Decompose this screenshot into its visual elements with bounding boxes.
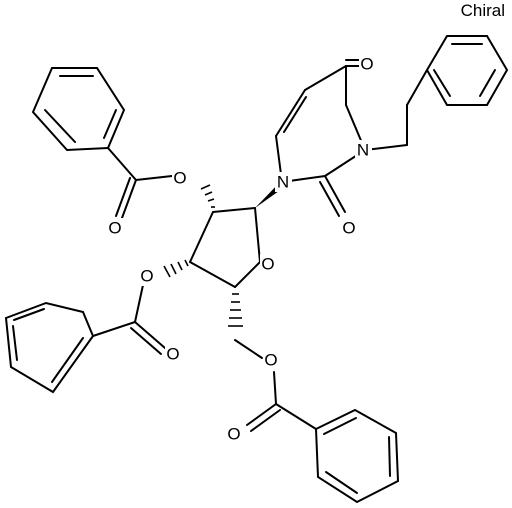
bz2-carbonyl-b bbox=[115, 177, 131, 217]
benzoyl-5-phenyl-ring bbox=[314, 408, 400, 504]
svg-text:O: O bbox=[140, 267, 153, 286]
hash-c2-o bbox=[200, 184, 215, 208]
bz2-aryl-bond bbox=[107, 147, 137, 181]
c5-o-bond bbox=[234, 339, 263, 359]
hash-c3-o bbox=[163, 259, 189, 278]
bz3-carbonyl-a bbox=[134, 321, 166, 349]
svg-text:O: O bbox=[166, 345, 179, 364]
c2-carbonyl-b bbox=[319, 181, 340, 217]
atom-o-uracil-c2: O bbox=[341, 218, 357, 238]
atom-o-carbonyl-5prime: O bbox=[226, 424, 242, 444]
bz5-carbonyl-b bbox=[250, 409, 281, 432]
atom-n-uracil-1: N bbox=[275, 172, 292, 192]
bz3-carbonyl-b bbox=[130, 327, 162, 355]
benzyl-phenyl-ring bbox=[425, 35, 509, 106]
bz5-aryl-bond bbox=[275, 403, 317, 430]
svg-text:O: O bbox=[360, 55, 373, 74]
svg-text:O: O bbox=[173, 169, 186, 188]
svg-text:N: N bbox=[277, 173, 289, 192]
bz5-carbonyl-a bbox=[246, 403, 277, 426]
bz5-ester-bond bbox=[273, 371, 277, 405]
bz2-carbonyl-a bbox=[121, 179, 137, 219]
svg-text:O: O bbox=[261, 255, 274, 274]
svg-text:N: N bbox=[357, 141, 369, 160]
atom-o-uracil-c4: O bbox=[359, 54, 375, 74]
atom-o-ester-5prime: O bbox=[263, 350, 279, 370]
atom-o-ester-2prime: O bbox=[172, 168, 188, 188]
bz2-ester-bond bbox=[135, 175, 173, 181]
atom-o-carbonyl-2prime: O bbox=[107, 218, 123, 238]
svg-text:O: O bbox=[227, 425, 240, 444]
chiral-flag: Chiral bbox=[461, 1, 505, 20]
benzoyl-3-phenyl-ring bbox=[4, 301, 95, 394]
atom-n-uracil-3: N bbox=[355, 140, 372, 160]
bz3-ester-bond bbox=[134, 284, 144, 323]
benzoyl-2-phenyl-ring bbox=[31, 67, 126, 152]
hash-c4-c5 bbox=[228, 293, 243, 327]
atom-o-ester-3prime: O bbox=[139, 266, 155, 286]
svg-text:O: O bbox=[108, 219, 121, 238]
ribose-ring bbox=[189, 207, 261, 288]
svg-text:O: O bbox=[264, 351, 277, 370]
atom-o-ring: O bbox=[260, 254, 276, 274]
svg-text:O: O bbox=[342, 219, 355, 238]
benzyl-bond-a bbox=[406, 69, 428, 106]
bz3-aryl-bond bbox=[92, 321, 136, 337]
uracil-ring bbox=[275, 65, 366, 183]
atom-o-carbonyl-3prime: O bbox=[165, 344, 181, 364]
c2-carbonyl-a bbox=[324, 175, 346, 213]
